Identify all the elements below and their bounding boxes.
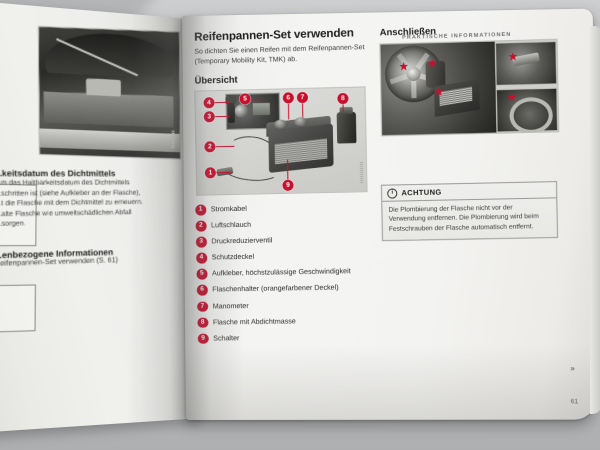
figure-tmk-overview: 1 2 3 4 5 6 7 8 9: [194, 86, 368, 197]
legend-label: Druckreduzierventil: [211, 236, 273, 246]
right-page-left-column: Reifenpannen-Set verwenden So dichten Si…: [194, 26, 371, 349]
list-item: 2 Luftschlauch: [195, 218, 369, 232]
wheel-hub-shape: [406, 66, 421, 82]
section-heading-connect: Anschließen: [379, 25, 437, 38]
page-number: 61: [570, 398, 579, 406]
figure-callout-6: 6: [282, 92, 294, 104]
figure-callout-8: 8: [337, 93, 349, 105]
legend-label: Flaschenhalter (orangefarbener Deckel): [212, 284, 339, 295]
left-page-top-text-block: ...pparaturset ...fen abdichten ...nen u…: [0, 19, 43, 127]
figure-legend-list: 1 Stromkabel 2 Luftschlauch 3 Druckreduz…: [195, 202, 371, 345]
figure-callout-3: 3: [203, 111, 215, 123]
highlight-marker-icon: [507, 93, 516, 102]
right-page-content: PRAKTISCHE INFORMATIONEN Reifenpannen-Se…: [182, 9, 597, 420]
legend-label: Aufkleber, höchstzulässige Geschwindigke…: [211, 267, 351, 279]
left-page-content: ...pparaturset ...fen abdichten ...nen u…: [0, 0, 204, 434]
legend-label: Luftschlauch: [211, 221, 252, 230]
legend-number: 1: [195, 204, 206, 216]
left-page-box-fragment: ...en oder: [0, 230, 30, 241]
list-item: 9 Schalter: [197, 331, 372, 345]
legend-label: Schalter: [213, 334, 240, 343]
compressor-photo-shape: [434, 79, 480, 117]
legend-number: 8: [197, 317, 209, 329]
legend-number: 7: [197, 301, 208, 313]
sealant-bottle-shape: [336, 107, 357, 144]
left-page: ...pparaturset ...fen abdichten ...nen u…: [0, 0, 204, 434]
figure-callout-7: 7: [296, 92, 309, 104]
figure-callout-9: 9: [282, 180, 294, 192]
photo-valve-closeup: [494, 40, 558, 87]
warning-title: ACHTUNG: [401, 187, 442, 198]
display-shape: [252, 103, 271, 116]
continuation-marker: »: [570, 363, 574, 373]
compressor-sticker-shape: [439, 86, 473, 107]
photo-credit-mark: [171, 129, 175, 149]
dial-shape: [234, 104, 248, 119]
legend-number: 4: [196, 253, 207, 264]
legend-number: 9: [197, 333, 209, 345]
legend-number: 2: [195, 220, 207, 232]
figure-connecting-photos: [379, 38, 560, 137]
rear-bumper-shape: [39, 128, 180, 153]
figure-callout-1: 1: [204, 167, 216, 179]
page-intro-text: So dichten Sie einen Reifen mit dem Reif…: [194, 44, 365, 66]
valve-shape: [511, 52, 540, 67]
legend-number: 6: [196, 285, 208, 297]
photo-steering-wheel: [495, 87, 559, 135]
left-page-callout-box-two: ...sche ...und von: [0, 284, 36, 336]
trunk-kit-shape: [86, 78, 121, 97]
list-item: 7 Manometer: [197, 299, 371, 313]
open-book: ...pparaturset ...fen abdichten ...nen u…: [0, 0, 600, 434]
list-item: 3 Druckreduzierventil: [195, 234, 369, 248]
legend-number: 5: [196, 269, 208, 280]
list-item: 4 Schutzdeckel: [196, 250, 369, 264]
left-page-section-sealant-date: ...keitsdatum des Dichtmittels ...m das …: [0, 169, 171, 230]
right-page-right-column: Anschließen: [379, 23, 572, 137]
pressure-valve-shape: [227, 103, 235, 124]
figure-callout-2: 2: [204, 141, 216, 153]
bottle-cap-shape: [339, 107, 353, 115]
trunk-lid-shape: [45, 31, 174, 78]
legend-label: Stromkabel: [210, 205, 247, 214]
warning-box-achtung: i ACHTUNG Die Plombierung der Flasche ni…: [380, 181, 559, 242]
warning-body-text: Die Plombierung der Flasche nicht vor de…: [388, 204, 539, 233]
steering-wheel-shape: [509, 96, 554, 135]
list-item: 8 Flasche mit Abdichtmasse: [197, 315, 371, 329]
legend-label: Schutzdeckel: [211, 253, 255, 263]
legend-number: 3: [195, 237, 207, 248]
left-page-photo-trunk: [37, 26, 181, 160]
section-heading-overview: Übersicht: [194, 74, 238, 86]
left-page-heading: ...keitsdatum des Dichtmittels: [0, 168, 116, 179]
legend-label: Flasche mit Abdichtmasse: [212, 317, 296, 327]
right-page: PRAKTISCHE INFORMATIONEN Reifenpannen-Se…: [182, 8, 597, 421]
photo-wheel-and-compressor: [380, 41, 497, 136]
list-item: 6 Flaschenhalter (orangefarbener Deckel): [196, 283, 371, 297]
info-icon: i: [387, 187, 398, 199]
list-item: 5 Aufkleber, höchstzulässige Geschwindig…: [196, 267, 370, 280]
sealant-bottle-photo-shape: [425, 61, 446, 88]
trunk-floor-shape: [43, 91, 174, 128]
legend-label: Manometer: [212, 301, 249, 311]
left-page-box-fragment: ...und von: [0, 301, 29, 314]
figure-edge-mark: [359, 161, 364, 184]
list-item: 1 Stromkabel: [195, 202, 368, 216]
figure-callout-4: 4: [203, 97, 215, 109]
page-title: Reifenpannen-Set verwenden: [194, 26, 354, 44]
left-page-section-related-info: ...enbezogene Informationen Reifenpannen…: [0, 246, 180, 268]
right-page-stack-edge: [590, 25, 600, 415]
